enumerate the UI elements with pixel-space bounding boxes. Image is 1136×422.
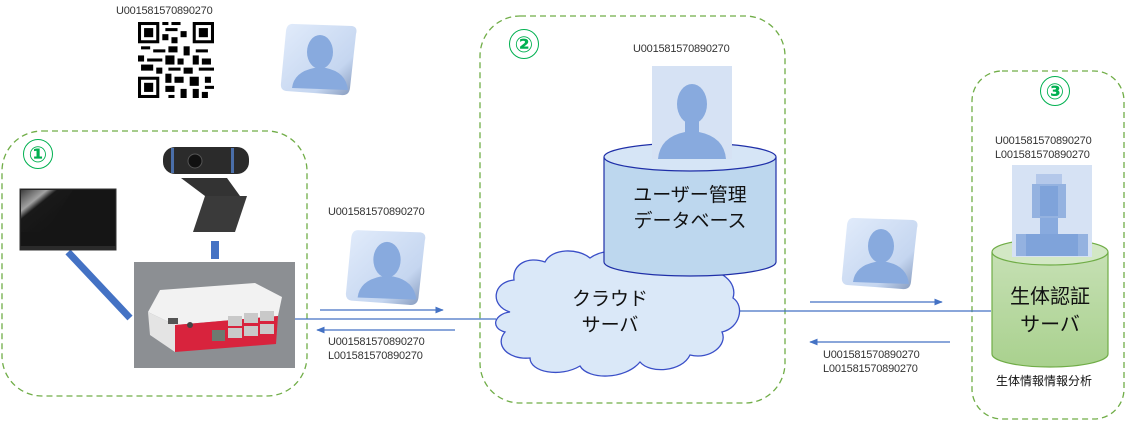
flow-client-to-cloud-id: U001581570890270 xyxy=(328,206,425,218)
group-box-3 xyxy=(971,70,1125,420)
link-monitor-pi xyxy=(65,249,133,321)
link-webcam-pi xyxy=(211,241,219,259)
flow-cloud-to-client-id-l: L001581570890270 xyxy=(328,350,423,362)
face-tile-icon-top xyxy=(280,18,360,98)
face-tile-icon-flow-2 xyxy=(840,212,922,292)
cloud-server-label-line2: サーバ xyxy=(581,314,639,336)
user-database-label-line2: データベース xyxy=(633,210,747,232)
biometric-server-label-line1: 生体認証 xyxy=(1010,284,1090,308)
monitor-icon xyxy=(19,188,117,251)
user-database-label-line1: ユーザー管理 xyxy=(633,184,747,206)
qr-code-icon xyxy=(138,22,214,98)
group-number-1: ① xyxy=(23,139,53,169)
face-tile-icon-flow-1 xyxy=(342,224,432,308)
user-database-shape xyxy=(603,142,777,277)
cloud-server-label: クラウド サーバ xyxy=(540,286,680,338)
pixelated-face-card xyxy=(1012,165,1092,257)
group-box-1 xyxy=(1,130,308,397)
raspberry-pi-icon xyxy=(134,262,295,368)
user-photo-card xyxy=(652,66,732,159)
biometric-caption: 生体情報情報分析 xyxy=(996,374,1093,388)
biometric-server-label: 生体認証 サーバ xyxy=(992,282,1108,338)
bio-user-id: U001581570890270 xyxy=(995,135,1092,147)
flow-bio-to-cloud-id-l: L001581570890270 xyxy=(823,363,918,375)
biometric-server-label-line2: サーバ xyxy=(1020,312,1080,336)
group-number-2: ② xyxy=(509,29,539,59)
group-number-3: ③ xyxy=(1040,76,1070,106)
flow-cloud-to-client-id-u: U001581570890270 xyxy=(328,336,425,348)
cloud-server-shape xyxy=(495,250,741,377)
webcam-icon xyxy=(163,147,249,232)
qr-user-id: U001581570890270 xyxy=(116,5,213,17)
db-user-id: U001581570890270 xyxy=(633,43,730,55)
flow-bio-to-cloud-id-u: U001581570890270 xyxy=(823,349,920,361)
user-database-label: ユーザー管理 データベース xyxy=(604,182,776,234)
bio-log-id: L001581570890270 xyxy=(995,149,1090,161)
group-box-2 xyxy=(479,15,786,404)
cloud-server-label-line1: クラウド xyxy=(571,288,648,310)
